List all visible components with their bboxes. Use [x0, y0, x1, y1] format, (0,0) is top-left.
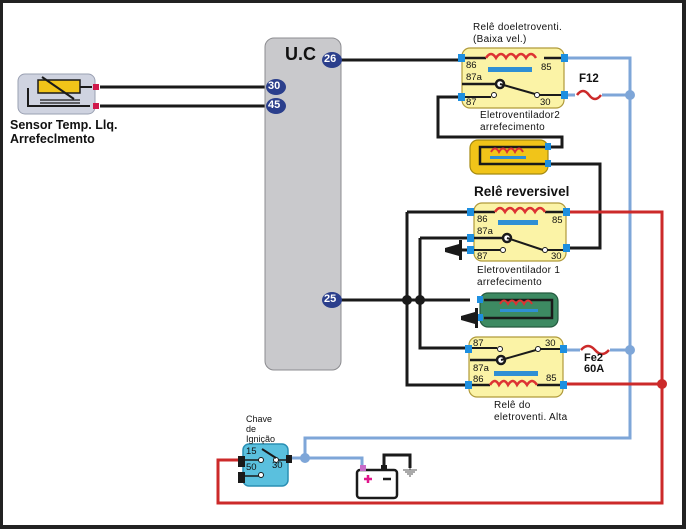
relay-rev-caption-line1: Eletroventilador 1 [477, 265, 561, 276]
relay-reversible[interactable] [467, 202, 570, 262]
relay-rev-caption: Eletroventilador 1 arrefecimento [477, 265, 560, 289]
relay-low-pin-30: 30 [540, 97, 551, 108]
relay-low-pin-87: 87 [466, 97, 477, 108]
relay-rev-pin-85: 85 [552, 215, 563, 226]
relay-reversible-title: Relê reversivel [474, 184, 570, 199]
wire-blue-main [303, 56, 632, 458]
relay-high-pin-87: 87 [473, 338, 484, 349]
relay-high-pin-87a: 87a [473, 363, 489, 374]
sensor-label-line2: Arrefeclmento [10, 132, 95, 146]
junction-dot [402, 295, 412, 305]
relay-high-speed[interactable] [465, 336, 567, 398]
ground-plug-icon [461, 308, 478, 328]
junction-dots-blue [300, 90, 635, 463]
ecu-pin-26[interactable]: 26 [324, 53, 337, 65]
relay-high-caption-line2: eletroventi. Alta [494, 412, 568, 423]
ecu-pin-45[interactable]: 45 [268, 99, 281, 111]
wire-fan2-relay-rev-30 [548, 162, 602, 250]
relay-low-pin-86: 86 [466, 60, 477, 71]
junction-dot [657, 379, 667, 389]
ignition-title: Chave de Ignição [246, 414, 275, 444]
relay-rev-pin-86: 86 [477, 214, 488, 225]
wire-bus-86 [405, 212, 470, 387]
fuse-f12-label: F12 [579, 73, 599, 85]
wire-bus-87a [418, 238, 470, 350]
relay-low-pin-85: 85 [541, 62, 552, 73]
battery[interactable] [355, 465, 399, 500]
wire-ignition-battery [288, 456, 364, 470]
ignition-pin-50: 50 [246, 462, 257, 473]
relay-high-caption-line1: Relê do [494, 400, 531, 411]
relay-high-pin-85: 85 [546, 373, 557, 384]
ignition-title-line2: de [246, 424, 257, 434]
ignition-title-line1: Chave [246, 414, 273, 424]
junction-dots-black [402, 295, 425, 305]
ecu-title: U.C [285, 44, 316, 64]
ground-plug-icon [445, 240, 462, 260]
relay-low-title: Relê doeletroventi. (Baixa vel.) [473, 22, 562, 46]
coolant-temp-sensor[interactable] [17, 73, 99, 115]
ignition-switch[interactable] [238, 443, 292, 487]
ignition-pin-30: 30 [272, 460, 283, 471]
relay-low-caption-line2: arrefecimento [480, 122, 546, 133]
junction-dot [300, 453, 310, 463]
junction-dot [625, 90, 635, 100]
relay-high-caption: Relê do eletroventi. Alta [494, 400, 567, 424]
fuse-fe2-label-line1: Fe2 [584, 352, 603, 364]
junction-dot [415, 295, 425, 305]
relay-high-pin-30: 30 [545, 338, 556, 349]
junction-dot [625, 345, 635, 355]
relay-low-caption: Eletroventilador2 arrefecimento [480, 110, 560, 134]
sensor-label-line1: Sensor Temp. Llq. [10, 118, 118, 132]
ecu-pin-30[interactable]: 30 [268, 80, 281, 92]
ground-symbol-icon [403, 468, 417, 477]
relay-rev-caption-line2: arrefecimento [477, 277, 543, 288]
relay-rev-pin-30: 30 [551, 251, 562, 262]
ignition-title-line3: Ignição [246, 434, 276, 444]
fuse-fe2-label-line2: 60A [584, 363, 605, 375]
sensor-label: Sensor Temp. Llq. Arrefeclmento [10, 118, 117, 146]
relay-low-speed[interactable] [458, 47, 568, 109]
red-wires [216, 210, 664, 505]
ignition-pin-15: 15 [246, 446, 257, 457]
relay-high-pin-86: 86 [473, 374, 484, 385]
battery-plus-icon [364, 475, 372, 483]
cooling-fan-1[interactable] [477, 292, 559, 328]
ecu-pin-badges [266, 52, 342, 308]
wire-relay-low-87-fan2 [436, 95, 564, 149]
cooling-fan-2[interactable] [469, 139, 551, 175]
ecu-box [264, 37, 342, 371]
ecu-pin-25[interactable]: 25 [324, 293, 337, 305]
wire-red-main [216, 210, 664, 505]
fuse-fe2-icon [580, 344, 610, 356]
relay-low-pin-87a: 87a [466, 72, 482, 83]
relay-low-title-line1: Relê doeletroventi. [473, 22, 563, 33]
fuse-f12-icon [576, 89, 602, 101]
wire-battery-ground [382, 453, 412, 468]
relay-rev-pin-87a: 87a [477, 226, 493, 237]
fuse-fe2-label: Fe2 60A [584, 353, 604, 375]
relay-low-title-line2: (Baixa vel.) [473, 34, 527, 45]
relay-low-caption-line1: Eletroventilador2 [480, 110, 561, 121]
relay-rev-pin-87: 87 [477, 251, 488, 262]
